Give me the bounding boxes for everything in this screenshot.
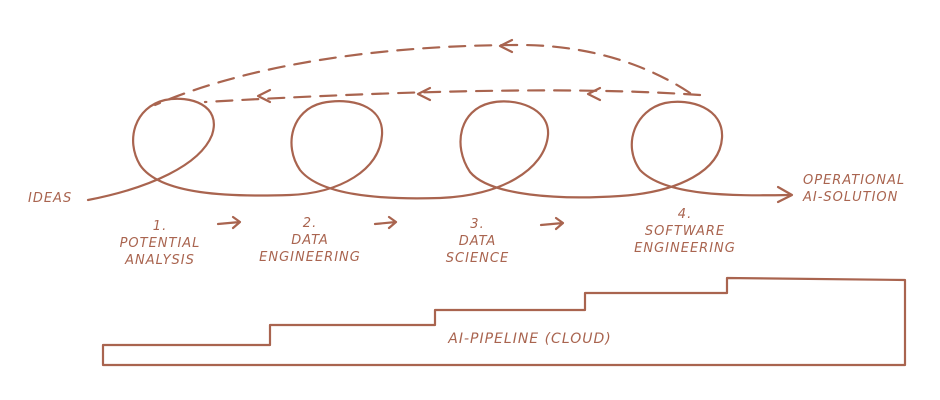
step-2: 2. DATA ENGINEERING <box>255 215 365 266</box>
step-number: 3. <box>470 217 485 232</box>
step-title-line: SCIENCE <box>445 251 510 266</box>
step-1: 1. POTENTIAL ANALYSIS <box>110 218 210 269</box>
step-title-line: SOFTWARE <box>644 224 726 239</box>
step-arrow-2 <box>373 215 398 230</box>
step-number: 1. <box>152 219 168 234</box>
feedback-arc-inner <box>203 89 702 104</box>
step-4: 4. SOFTWARE ENGINEERING <box>620 206 750 257</box>
end-label: OPERATIONAL AI-SOLUTION <box>803 172 905 206</box>
step-title-line: POTENTIAL <box>119 236 201 251</box>
step-number: 2. <box>302 216 318 231</box>
end-label-line: OPERATIONAL <box>803 173 906 188</box>
pipeline-label: AI-PIPELINE (CLOUD) <box>448 331 612 347</box>
step-title-line: ENGINEERING <box>259 250 361 265</box>
pipeline-staircase <box>101 276 907 367</box>
step-title-line: ENGINEERING <box>634 241 736 256</box>
step-title-line: DATA <box>291 233 329 248</box>
start-label: IDEAS <box>28 191 73 206</box>
feedback-arc-outer <box>153 43 692 107</box>
arrow-head-outer <box>498 38 514 54</box>
arrow-head-inner-1 <box>256 88 272 104</box>
arrow-head-output <box>776 185 794 204</box>
end-label-line: AI-SOLUTION <box>803 190 899 205</box>
step-title-line: ANALYSIS <box>125 253 195 268</box>
step-arrow-3 <box>539 216 565 231</box>
step-3: 3. DATA SCIENCE <box>440 216 515 267</box>
arrow-head-inner-2 <box>416 86 432 102</box>
process-loop-curve <box>86 97 792 202</box>
arrow-head-inner-3 <box>586 86 602 102</box>
step-title-line: DATA <box>458 234 497 249</box>
step-arrow-1 <box>216 215 242 230</box>
step-number: 4. <box>677 207 693 222</box>
